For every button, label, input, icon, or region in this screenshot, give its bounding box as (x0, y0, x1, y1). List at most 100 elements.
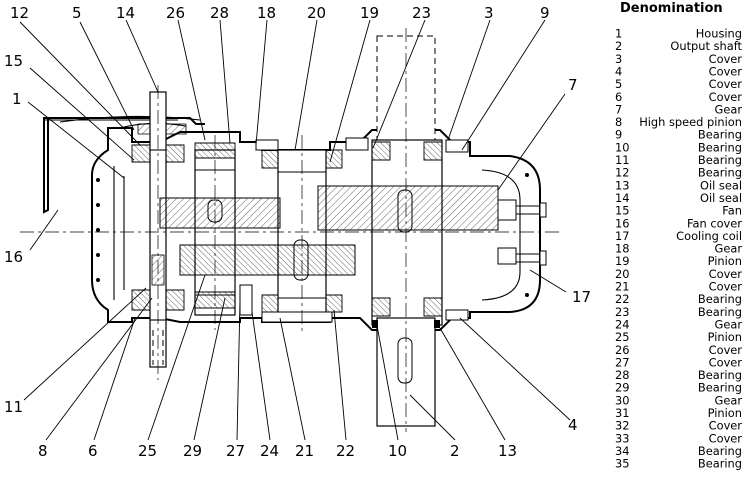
legend-item-name: Fan (722, 204, 742, 218)
legend-item-name: Bearing (698, 292, 742, 306)
callout-13: 13 (498, 442, 517, 460)
legend-item-number: 2 (615, 39, 622, 53)
callout-24: 24 (260, 442, 279, 460)
callout-10: 10 (388, 442, 407, 460)
legend-item-name: Cover (709, 77, 743, 91)
legend-item-name: Housing (696, 27, 742, 41)
legend-item-number: 15 (615, 204, 630, 218)
callout-29: 29 (183, 442, 202, 460)
legend-item-name: Bearing (698, 166, 742, 180)
legend-item-name: Pinion (708, 406, 742, 420)
callout-16: 16 (4, 248, 23, 266)
legend-item-name: Cover (709, 65, 743, 79)
callout-4: 4 (568, 416, 578, 434)
callout-28: 28 (210, 4, 229, 22)
legend-item-name: Pinion (708, 254, 742, 268)
legend-item-number: 25 (615, 330, 630, 344)
legend-item-number: 12 (615, 166, 630, 180)
callout-27: 27 (226, 442, 245, 460)
legend-item-name: Gear (715, 102, 743, 116)
legend-item-number: 30 (615, 393, 630, 407)
gear-bands (159, 185, 517, 276)
legend-item-number: 28 (615, 368, 630, 382)
callout-22: 22 (336, 442, 355, 460)
legend-item-name: Bearing (698, 128, 742, 142)
legend-item-name: Cover (709, 267, 743, 281)
legend-item-name: Cover (709, 431, 743, 445)
legend-item-name: Gear (715, 393, 743, 407)
legend-item-name: Bearing (698, 444, 742, 458)
legend-item-number: 33 (615, 431, 630, 445)
legend-item-number: 19 (615, 254, 630, 268)
callout-14: 14 (116, 4, 135, 22)
legend-item-number: 35 (615, 457, 630, 471)
legend-item-name: Oil seal (700, 178, 742, 192)
callout-15: 15 (4, 52, 23, 70)
callout-9: 9 (540, 4, 550, 22)
legend-item-name: Cover (709, 419, 743, 433)
legend-item-name: Cover (709, 90, 743, 104)
legend-item-number: 8 (615, 115, 622, 129)
legend-item-number: 10 (615, 140, 630, 154)
housing (91, 127, 541, 331)
callout-26: 26 (166, 4, 185, 22)
legend-item-name: Bearing (698, 140, 742, 154)
legend-item-name: Pinion (708, 330, 742, 344)
legend-item-number: 31 (615, 406, 630, 420)
callout-1: 1 (12, 90, 22, 108)
legend-item-number: 14 (615, 191, 630, 205)
legend-item-number: 20 (615, 267, 630, 281)
callout-23: 23 (412, 4, 431, 22)
callout-7: 7 (568, 76, 578, 94)
callout-17: 17 (572, 288, 591, 306)
callout-19: 19 (360, 4, 379, 22)
legend-item-name: High speed pinion (639, 115, 742, 129)
callout-25: 25 (138, 442, 157, 460)
callout-21: 21 (295, 442, 314, 460)
legend-item-name: Bearing (698, 457, 742, 471)
legend-item-number: 22 (615, 292, 630, 306)
callout-labels: 12 5 14 26 28 18 20 19 23 3 9 15 1 16 7 … (4, 4, 591, 460)
legend-item-name: Cooling coil (676, 229, 742, 243)
legend-item-number: 29 (615, 381, 630, 395)
output-shaft (371, 35, 443, 427)
legend-item-number: 34 (615, 444, 630, 458)
callout-5-top: 5 (72, 4, 82, 22)
legend-item-number: 23 (615, 305, 630, 319)
legend-item-number: 21 (615, 280, 630, 294)
legend-item-number: 9 (615, 128, 622, 142)
covers (239, 137, 469, 323)
legend-item-number: 1 (615, 27, 622, 41)
center-lines (20, 28, 560, 432)
legend-item-name: Oil seal (700, 191, 742, 205)
legend-item-number: 17 (615, 229, 630, 243)
callout-12: 12 (10, 4, 29, 22)
legend-item-name: Cover (709, 280, 743, 294)
legend-item-number: 13 (615, 178, 630, 192)
legend-item-name: Fan cover (687, 216, 742, 230)
callout-3: 3 (484, 4, 494, 22)
legend-item-name: Output shaft (670, 39, 742, 53)
legend-item-name: Bearing (698, 381, 742, 395)
legend-item-number: 16 (615, 216, 630, 230)
legend-item-number: 6 (615, 90, 622, 104)
legend-item-name: Cover (709, 355, 743, 369)
leader-lines (19, 19, 571, 441)
legend-item-name: Cover (709, 52, 743, 66)
legend-item-name: Gear (715, 242, 743, 256)
callout-8: 8 (38, 442, 48, 460)
legend-item-number: 18 (615, 242, 630, 256)
legend-item-number: 11 (615, 153, 630, 167)
legend-item-number: 7 (615, 102, 622, 116)
legend-item-name: Bearing (698, 153, 742, 167)
legend-item-number: 32 (615, 419, 630, 433)
legend-item-number: 4 (615, 65, 622, 79)
legend-item-number: 24 (615, 317, 630, 331)
callout-20: 20 (307, 4, 326, 22)
legend-item-number: 5 (615, 77, 622, 91)
callout-18: 18 (257, 4, 276, 22)
legend-item-number: 27 (615, 355, 630, 369)
legend-item-name: Cover (709, 343, 743, 357)
